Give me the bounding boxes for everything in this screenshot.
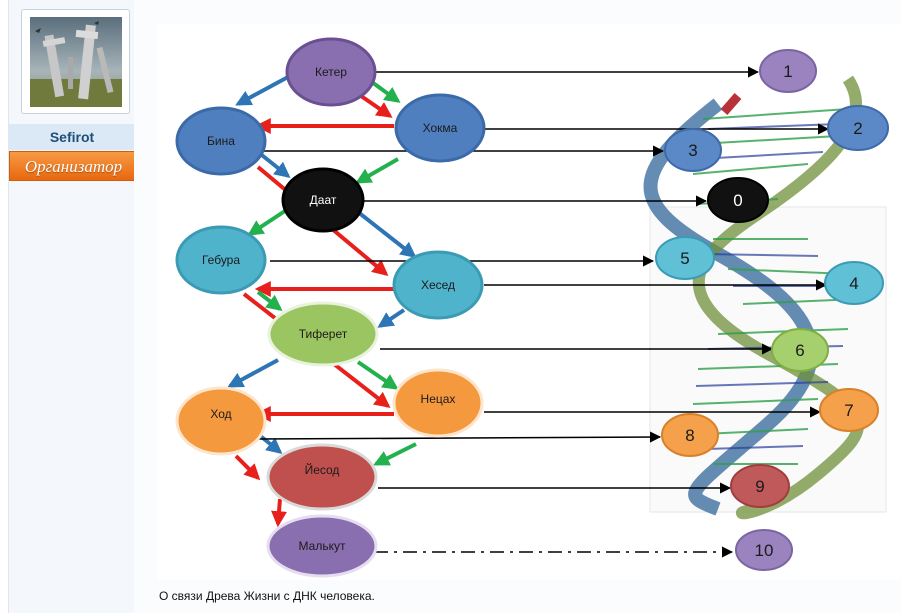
svg-text:Нецах: Нецах — [421, 392, 456, 406]
svg-text:1: 1 — [783, 62, 792, 81]
node-malkhut: Малькут — [266, 514, 378, 578]
svg-text:9: 9 — [755, 477, 764, 496]
svg-text:3: 3 — [688, 141, 697, 160]
node-yesod: Йесод — [266, 443, 378, 511]
dna-node-0: 0 — [707, 177, 769, 223]
svg-text:5: 5 — [680, 249, 689, 268]
dna-node-7: 7 — [819, 388, 879, 432]
svg-text:6: 6 — [795, 341, 804, 360]
svg-text:Хесед: Хесед — [421, 278, 455, 292]
dna-node-5: 5 — [655, 236, 715, 280]
node-hod: Ход — [175, 386, 267, 456]
avatar-image — [30, 17, 122, 107]
node-bina: Бина — [175, 106, 267, 176]
svg-text:Тиферет: Тиферет — [299, 327, 348, 341]
dna-node-8: 8 — [661, 413, 719, 457]
svg-text:8: 8 — [685, 426, 694, 445]
rank-badge: Организатор — [9, 151, 138, 181]
svg-text:Кетер: Кетер — [315, 65, 347, 79]
dna-node-9: 9 — [730, 464, 790, 508]
svg-text:4: 4 — [849, 274, 858, 293]
dna-node-4: 4 — [824, 261, 884, 305]
dna-node-10: 10 — [735, 529, 793, 571]
svg-text:Гебура: Гебура — [202, 253, 240, 267]
svg-text:Йесод: Йесод — [305, 462, 340, 477]
username-band — [9, 124, 135, 150]
node-hesed: Хесед — [392, 250, 484, 320]
image-caption: О связи Древа Жизни с ДНК человека. — [159, 589, 375, 603]
connector-arrows — [257, 66, 830, 558]
svg-text:7: 7 — [844, 401, 853, 420]
tree-of-life-dna-diagram: Кетер Хокма Бина Даат Гебура Хесед — [158, 24, 901, 580]
node-keter: Кетер — [285, 37, 377, 107]
username-link[interactable]: Sefirot — [49, 129, 95, 145]
svg-text:Малькут: Малькут — [299, 539, 346, 553]
node-gebura: Гебура — [175, 225, 267, 295]
dna-node-2: 2 — [827, 105, 889, 151]
svg-text:Ход: Ход — [210, 407, 231, 421]
dna-node-6: 6 — [771, 328, 829, 372]
svg-text:Хокма: Хокма — [423, 121, 458, 135]
svg-text:Даат: Даат — [310, 193, 337, 207]
node-chokhma: Хокма — [394, 93, 486, 163]
svg-text:0: 0 — [733, 191, 742, 210]
svg-text:Бина: Бина — [207, 134, 235, 148]
dna-node-3: 3 — [664, 128, 722, 172]
node-netzach: Нецах — [392, 368, 484, 438]
node-daat: Даат — [281, 167, 365, 233]
user-profile-panel: Sefirot — [8, 0, 135, 613]
dna-node-1: 1 — [759, 49, 817, 93]
svg-text:10: 10 — [755, 541, 774, 560]
node-tiferet: Тиферет — [267, 301, 379, 367]
avatar[interactable] — [21, 9, 130, 114]
svg-text:2: 2 — [853, 119, 862, 138]
